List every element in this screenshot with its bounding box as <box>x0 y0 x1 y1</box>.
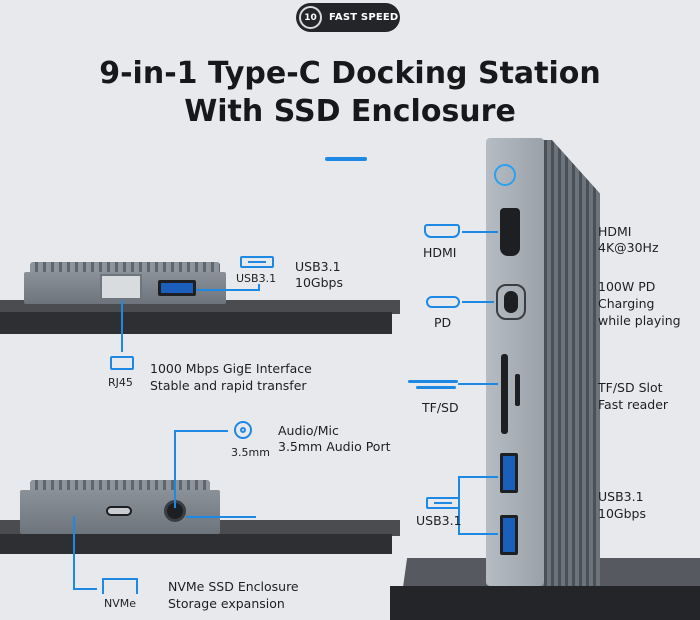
tower-usb-a-port-1 <box>500 453 518 493</box>
tower-tf-slot <box>515 374 520 406</box>
usb-a-icon <box>240 256 274 268</box>
tower-usb-a-icon <box>426 497 460 509</box>
sd-label-1: TF/SD Slot <box>598 380 663 395</box>
hdmi-icon <box>424 224 460 238</box>
page-title-line-2: With SSD Enclosure <box>184 94 516 129</box>
audio-jack-icon-inner <box>240 427 246 433</box>
power-icon <box>494 164 516 186</box>
audio-callout-line-h <box>174 430 228 432</box>
usb-callout-line <box>196 289 260 291</box>
hdmi-label-2: 4K@30Hz <box>598 240 659 255</box>
pd-label-1: 100W PD <box>598 279 656 294</box>
sd-callout-line <box>458 383 498 385</box>
usb-a-port <box>158 280 196 296</box>
usb-callout-line-v-top <box>458 476 460 504</box>
usb-icon-label: USB3.1 <box>236 272 277 285</box>
nvme-callout-line-v <box>73 516 75 590</box>
pd-icon-label: PD <box>434 315 452 330</box>
rj45-icon <box>110 356 134 370</box>
badge-text: FAST SPEED <box>329 12 399 23</box>
tower-fins <box>540 140 600 586</box>
audio-jack-icon <box>234 421 252 439</box>
sd-icon-label: TF/SD <box>422 400 459 415</box>
nvme-icon-label: NVMe <box>104 597 137 610</box>
usb-callout-line-bottom <box>458 533 498 535</box>
nvme-icon <box>102 578 138 594</box>
usb-callout-line-top <box>458 476 498 478</box>
tower-usb-icon-label: USB3.1 <box>416 513 462 528</box>
audio-icon-label: 3.5mm <box>231 446 270 459</box>
rj45-icon-label: RJ45 <box>108 376 133 389</box>
tower-usbc-port <box>504 291 518 313</box>
audio-side-line <box>186 516 256 518</box>
rj45-callout-line <box>121 300 123 352</box>
speed-gauge-icon: 10 <box>299 6 322 29</box>
page-title-line-1: 9-in-1 Type-C Docking Station <box>99 56 601 91</box>
bottom-shelf-edge <box>0 534 392 554</box>
nvme-callout-line-h <box>73 588 97 590</box>
tower-usb-label-1: USB3.1 <box>598 489 644 504</box>
sd-label-2: Fast reader <box>598 397 669 412</box>
usb-label-2: 10Gbps <box>295 275 343 290</box>
bottom-usbc-port <box>106 506 132 516</box>
title-accent-bar <box>325 157 367 161</box>
pd-label-3: while playing <box>598 313 681 328</box>
rj45-port <box>100 274 142 300</box>
usb-callout-line-v-bottom <box>458 504 460 534</box>
nvme-label-2: Storage expansion <box>168 596 285 611</box>
hdmi-label-1: HDMI <box>598 224 632 239</box>
usb-label-1: USB3.1 <box>295 259 341 274</box>
fast-speed-badge: 10 FAST SPEED <box>296 3 400 32</box>
tf-sd-card-icon <box>408 380 458 392</box>
top-shelf-edge <box>0 312 392 334</box>
tower-sd-slot <box>501 354 508 434</box>
tower-hdmi-port <box>500 208 520 256</box>
pd-callout-line <box>462 301 494 303</box>
usb-callout-line-v <box>258 284 260 291</box>
audio-label-2: 3.5mm Audio Port <box>278 439 391 454</box>
tower-shelf-edge <box>390 586 700 620</box>
nvme-label-1: NVMe SSD Enclosure <box>168 579 299 594</box>
tower-usb-label-2: 10Gbps <box>598 506 646 521</box>
hdmi-icon-label: HDMI <box>423 245 457 260</box>
audio-label-1: Audio/Mic <box>278 423 339 438</box>
hdmi-callout-line <box>462 231 498 233</box>
rj45-label-1: 1000 Mbps GigE Interface <box>150 361 312 376</box>
pd-label-2: Charging <box>598 296 655 311</box>
usb-c-icon <box>426 296 460 308</box>
audio-callout-line-v <box>174 430 176 508</box>
tower-usbc-ring <box>496 284 526 320</box>
rj45-label-2: Stable and rapid transfer <box>150 378 307 393</box>
tower-usb-a-port-2 <box>500 515 518 555</box>
